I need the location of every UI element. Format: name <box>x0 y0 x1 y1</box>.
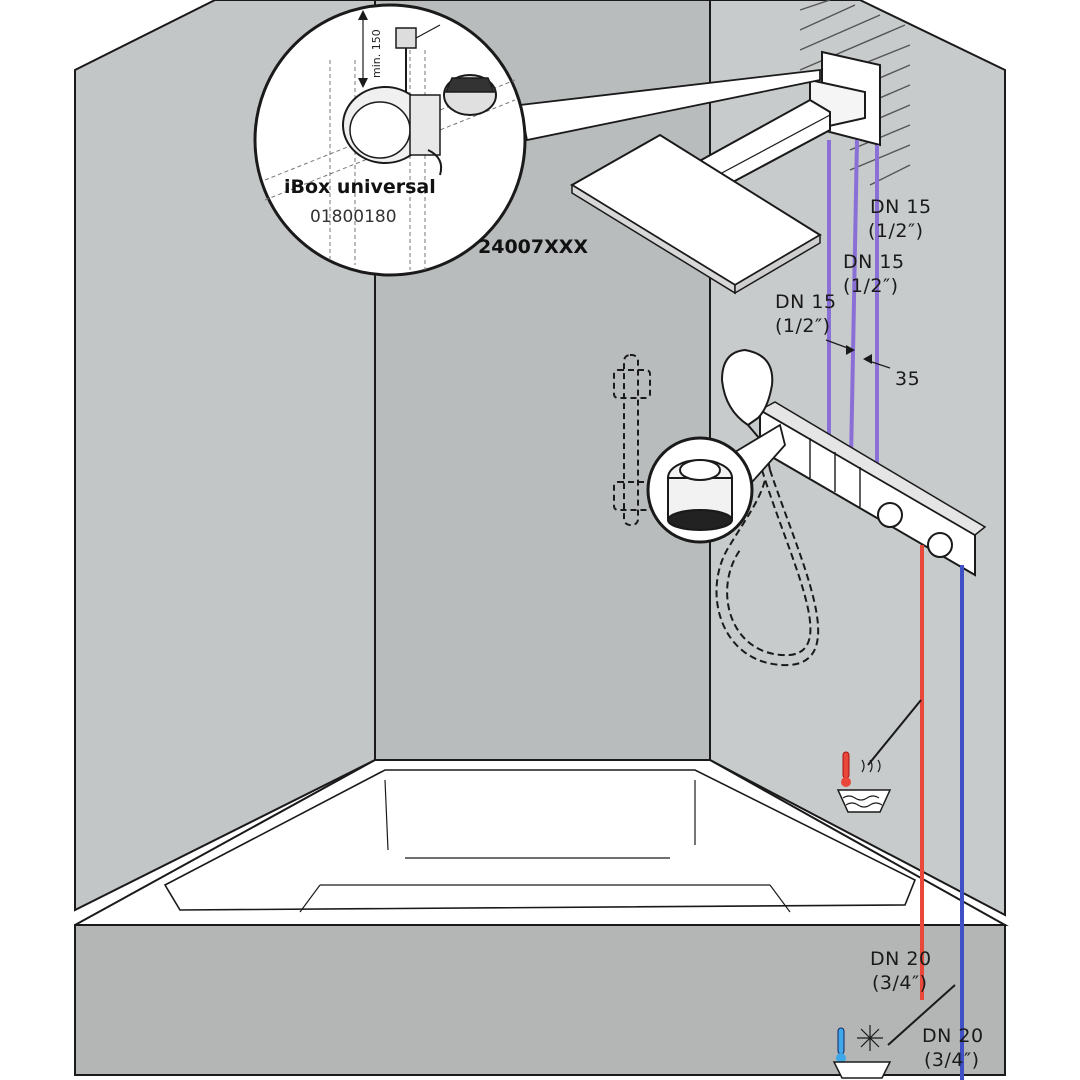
thermostat-knob-left <box>877 502 903 528</box>
min-dimension-label: min. 150 <box>370 29 383 78</box>
svg-text:(1/2″): (1/2″) <box>843 275 899 297</box>
pipe-label-2: DN 15 (1/2″) <box>843 251 905 297</box>
supply-pipes <box>827 139 879 470</box>
bathtub <box>74 759 1009 926</box>
ibox-detail-callout: min. 150 iBox universal 01800180 <box>253 3 527 277</box>
pipe-label-5: DN 20 (3/4″) <box>922 1025 984 1071</box>
svg-text:(1/2″): (1/2″) <box>775 315 831 337</box>
shower-hose <box>715 469 820 667</box>
thermometer-hot-water-icon <box>836 751 892 813</box>
thermostat-knob-right <box>927 532 953 558</box>
dimension-35-label: 35 <box>895 368 920 390</box>
outlet-detail-callout <box>646 423 786 544</box>
dimension-35-marker: 35 <box>825 339 920 390</box>
pipe-label-4: DN 20 (3/4″) <box>870 948 932 994</box>
svg-text:(3/4″): (3/4″) <box>924 1049 980 1071</box>
svg-text:(3/4″): (3/4″) <box>872 972 928 994</box>
pipe-label-3: DN 15 (1/2″) <box>775 291 837 337</box>
svg-text:DN 15: DN 15 <box>843 251 905 273</box>
pipe-label-1: DN 15 (1/2″) <box>868 196 932 242</box>
svg-text:DN 15: DN 15 <box>870 196 932 218</box>
ibox-name-label: iBox universal <box>284 176 436 198</box>
tub-apron <box>74 924 1006 1076</box>
svg-text:DN 20: DN 20 <box>922 1025 984 1047</box>
svg-text:DN 20: DN 20 <box>870 948 932 970</box>
ibox-code-label: 01800180 <box>310 207 397 227</box>
overhead-shower-plate <box>570 133 822 295</box>
svg-text:(1/2″): (1/2″) <box>868 220 924 242</box>
product-code-label: 24007XXX <box>478 236 588 258</box>
thermometer-cold-water-icon <box>832 1025 892 1079</box>
svg-text:DN 15: DN 15 <box>775 291 837 313</box>
cold-water-pointer <box>887 984 956 1046</box>
hot-water-pointer <box>867 699 922 766</box>
